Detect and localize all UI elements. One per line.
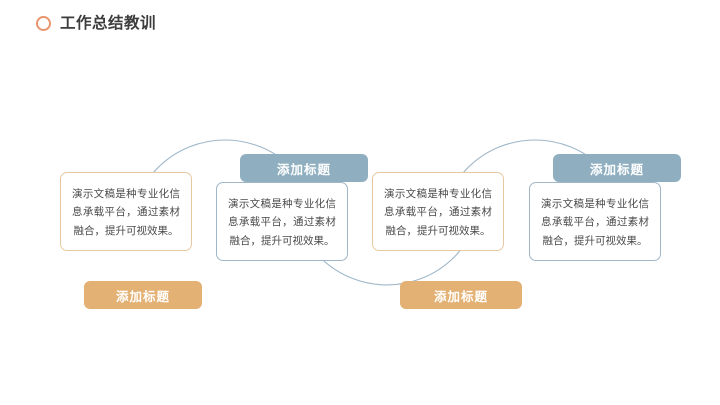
card-title-label-3: 添加标题 bbox=[433, 289, 488, 304]
card-text-4: 演示文稿是种专业化信息承载平台，通过素材融合，提升可视效果。 bbox=[541, 198, 649, 247]
circle-outline-icon bbox=[36, 16, 51, 32]
card-title-label-2: 添加标题 bbox=[276, 162, 331, 177]
card-body-3: 演示文稿是种专业化信息承载平台，通过素材融合，提升可视效果。 bbox=[372, 172, 504, 252]
card-title-4[interactable]: 添加标题 bbox=[553, 154, 681, 182]
card-title-1[interactable]: 添加标题 bbox=[84, 281, 202, 309]
slide-header: 工作总结教训 bbox=[36, 16, 156, 32]
card-title-label-1: 添加标题 bbox=[115, 289, 170, 304]
card-body-1: 演示文稿是种专业化信息承载平台，通过素材融合，提升可视效果。 bbox=[60, 172, 192, 252]
card-body-2: 演示文稿是种专业化信息承载平台，通过素材融合，提升可视效果。 bbox=[216, 182, 348, 262]
page-title: 工作总结教训 bbox=[60, 15, 157, 32]
card-text-2: 演示文稿是种专业化信息承载平台，通过素材融合，提升可视效果。 bbox=[228, 198, 336, 247]
card-title-2[interactable]: 添加标题 bbox=[240, 154, 368, 182]
card-body-4: 演示文稿是种专业化信息承载平台，通过素材融合，提升可视效果。 bbox=[529, 182, 661, 262]
card-title-label-4: 添加标题 bbox=[589, 162, 644, 177]
card-text-1: 演示文稿是种专业化信息承载平台，通过素材融合，提升可视效果。 bbox=[72, 188, 180, 237]
card-text-3: 演示文稿是种专业化信息承载平台，通过素材融合，提升可视效果。 bbox=[384, 188, 492, 237]
card-title-3[interactable]: 添加标题 bbox=[400, 281, 522, 309]
